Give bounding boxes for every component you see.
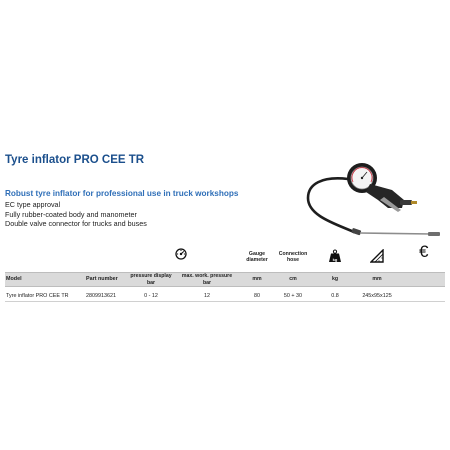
euro-icon: €	[419, 242, 429, 261]
header-model: Model	[6, 276, 22, 282]
cell-weight: 0.8	[331, 293, 339, 299]
cell-gauge-diameter: 80	[254, 293, 260, 299]
product-image	[306, 163, 440, 236]
unit-connection-hose: cm	[289, 276, 297, 282]
dimensions-icon	[370, 249, 384, 263]
header-connection-hose: Connection hose	[278, 251, 308, 264]
header-max-work-pressure: max. work. pressure	[181, 273, 233, 279]
unit-dimensions: mm	[372, 276, 382, 282]
feature-item: Fully rubber-coated body and manometer	[5, 209, 137, 219]
product-title: Tyre inflator PRO CEE TR	[5, 154, 145, 166]
pressure-gauge-icon	[175, 248, 187, 260]
cell-model: Tyre inflator PRO CEE TR	[6, 293, 69, 299]
feature-item: EC type approval	[5, 200, 61, 209]
cell-part-number: 2809913621	[86, 293, 116, 299]
weight-icon-label: kg	[332, 257, 338, 262]
unit-weight: kg	[331, 276, 339, 282]
header-pressure-display: pressure display	[130, 273, 172, 279]
feature-item: Double valve connector for trucks and bu…	[5, 219, 147, 229]
weight-icon	[329, 249, 341, 262]
product-subtitle: Robust tyre inflator for professional us…	[5, 189, 239, 198]
feature-list: EC type approval Fully rubber-coated bod…	[5, 200, 147, 229]
row-divider	[5, 301, 445, 302]
unit-gauge-diameter: mm	[252, 276, 262, 282]
cell-max-work-pressure: 12	[204, 293, 210, 299]
header-gauge-diameter: Gauge diameter	[246, 251, 268, 264]
cell-pressure-display: 0 - 12	[144, 293, 158, 299]
cell-dimensions: 245x95x125	[362, 293, 392, 299]
unit-max-work-pressure: bar	[202, 280, 212, 286]
unit-pressure-display: bar	[146, 280, 156, 286]
header-part-number: Part number	[86, 276, 118, 282]
table-header-bar	[5, 272, 445, 287]
cell-connection-hose: 50 + 30	[283, 293, 303, 299]
